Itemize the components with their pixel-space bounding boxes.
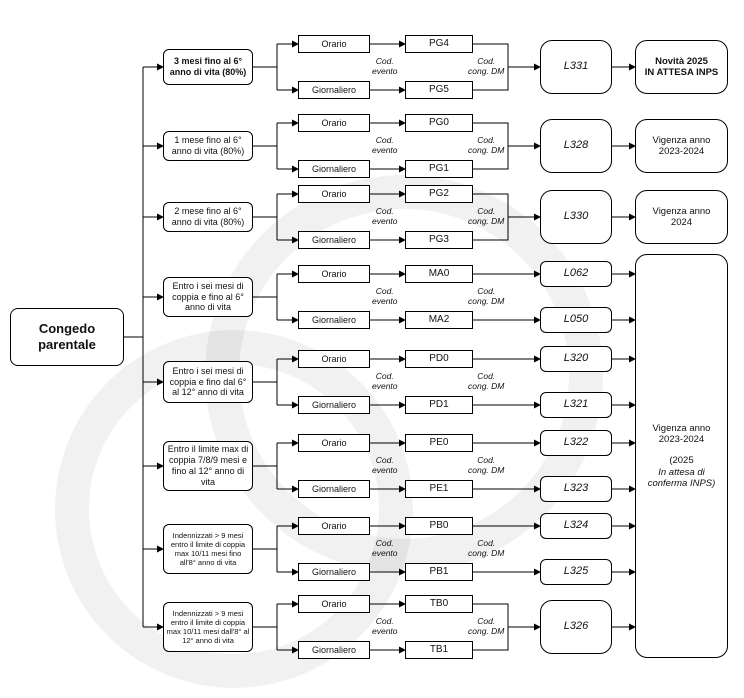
category-node: Indennizzati > 9 mesi entro il limite di… [163, 602, 253, 652]
type-giornaliero-node: Giornaliero [298, 480, 370, 498]
category-node: 2 mese fino al 6° anno di vita (80%) [163, 202, 253, 232]
category-node: 1 mese fino al 6° anno di vita (80%) [163, 131, 253, 161]
law-node: L320 [540, 346, 612, 372]
event-code-node: PG2 [405, 185, 473, 203]
event-code-node: MA2 [405, 311, 473, 329]
status-node: Vigenza anno 2023-2024 [635, 119, 728, 173]
caption-cod-evento: Cod. evento [372, 135, 398, 156]
type-orario-node: Orario [298, 114, 370, 132]
type-orario-node: Orario [298, 434, 370, 452]
caption-cod-cong-dm: Cod. cong. DM [468, 56, 505, 77]
caption-cod-evento: Cod. evento [372, 538, 398, 559]
type-orario-node: Orario [298, 185, 370, 203]
law-node: L331 [540, 40, 612, 94]
event-code-node: TB1 [405, 641, 473, 659]
event-code-node: MA0 [405, 265, 473, 283]
category-node: Entro i sei mesi di coppia e fino al 6° … [163, 277, 253, 317]
event-code-node: PB0 [405, 517, 473, 535]
category-node: 3 mesi fino al 6° anno di vita (80%) [163, 49, 253, 85]
event-code-node: PD1 [405, 396, 473, 414]
law-node: L323 [540, 476, 612, 502]
law-node: L050 [540, 307, 612, 333]
shared-status-line: 2023-2024 [658, 433, 705, 445]
event-code-node: PE0 [405, 434, 473, 452]
type-giornaliero-node: Giornaliero [298, 311, 370, 329]
category-node: Entro il limite max di coppia 7/8/9 mesi… [163, 441, 253, 491]
type-giornaliero-node: Giornaliero [298, 81, 370, 99]
root-node: Congedo parentale [10, 308, 124, 366]
caption-cod-cong-dm: Cod. cong. DM [468, 206, 505, 227]
event-code-node: PG3 [405, 231, 473, 249]
law-node: L326 [540, 600, 612, 654]
law-node: L328 [540, 119, 612, 173]
event-code-node: PG5 [405, 81, 473, 99]
type-orario-node: Orario [298, 35, 370, 53]
type-orario-node: Orario [298, 517, 370, 535]
event-code-node: TB0 [405, 595, 473, 613]
status-node: Vigenza anno 2024 [635, 190, 728, 244]
event-code-node: PG0 [405, 114, 473, 132]
event-code-node: PG1 [405, 160, 473, 178]
type-giornaliero-node: Giornaliero [298, 563, 370, 581]
shared-status-node: Vigenza anno 2023-2024 (2025 In attesa d… [635, 254, 728, 658]
type-orario-node: Orario [298, 350, 370, 368]
law-node: L321 [540, 392, 612, 418]
law-node: L325 [540, 559, 612, 585]
shared-status-line: In attesa di [658, 466, 705, 478]
caption-cod-cong-dm: Cod. cong. DM [468, 286, 505, 307]
caption-cod-evento: Cod. evento [372, 371, 398, 392]
status-node: Novità 2025 IN ATTESA INPS [635, 40, 728, 94]
type-giornaliero-node: Giornaliero [298, 231, 370, 249]
category-node: Indennizzati > 9 mesi entro il limite di… [163, 524, 253, 574]
law-node: L062 [540, 261, 612, 287]
shared-status-line: conferma INPS) [647, 478, 716, 490]
caption-cod-evento: Cod. evento [372, 206, 398, 227]
category-node: Entro i sei mesi di coppia e fino dal 6°… [163, 361, 253, 403]
event-code-node: PB1 [405, 563, 473, 581]
type-giornaliero-node: Giornaliero [298, 396, 370, 414]
type-orario-node: Orario [298, 595, 370, 613]
caption-cod-evento: Cod. evento [372, 286, 398, 307]
event-code-node: PG4 [405, 35, 473, 53]
law-node: L330 [540, 190, 612, 244]
shared-status-line: Vigenza anno [652, 422, 711, 434]
caption-cod-cong-dm: Cod. cong. DM [468, 371, 505, 392]
type-giornaliero-node: Giornaliero [298, 160, 370, 178]
caption-cod-cong-dm: Cod. cong. DM [468, 455, 505, 476]
event-code-node: PD0 [405, 350, 473, 368]
caption-cod-cong-dm: Cod. cong. DM [468, 616, 505, 637]
caption-cod-evento: Cod. evento [372, 56, 398, 77]
caption-cod-cong-dm: Cod. cong. DM [468, 538, 505, 559]
caption-cod-evento: Cod. evento [372, 616, 398, 637]
caption-cod-cong-dm: Cod. cong. DM [468, 135, 505, 156]
law-node: L324 [540, 513, 612, 539]
law-node: L322 [540, 430, 612, 456]
caption-cod-evento: Cod. evento [372, 455, 398, 476]
type-giornaliero-node: Giornaliero [298, 641, 370, 659]
event-code-node: PE1 [405, 480, 473, 498]
type-orario-node: Orario [298, 265, 370, 283]
shared-status-line: (2025 [669, 455, 694, 467]
